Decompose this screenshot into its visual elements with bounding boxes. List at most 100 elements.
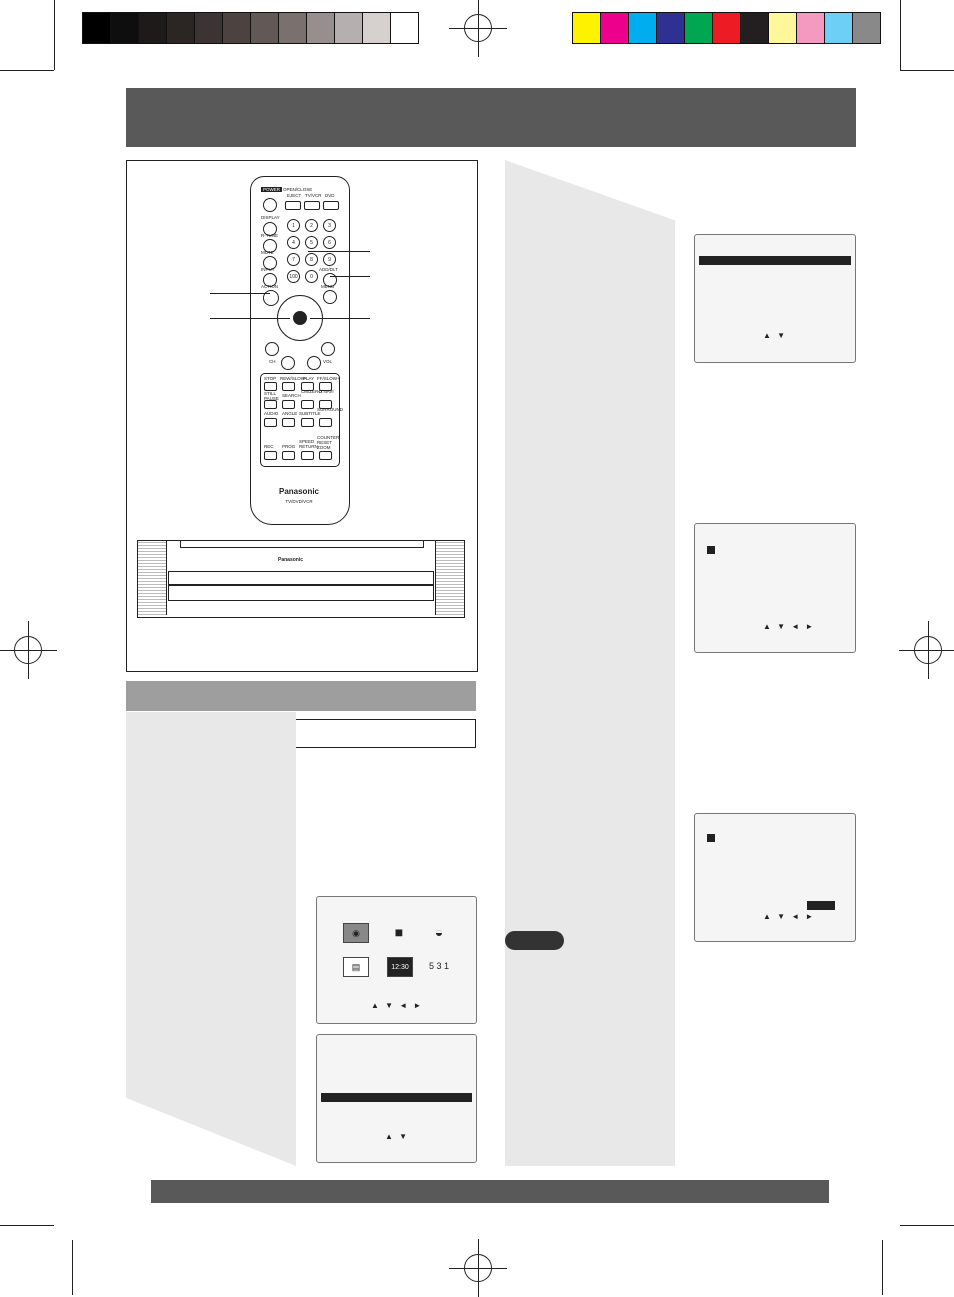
right-steps-panel xyxy=(505,160,675,1166)
rew-label: REW/SLOW- xyxy=(280,376,307,381)
selected-value-highlight xyxy=(807,901,835,910)
tv-vcr-label: TV/VCR xyxy=(305,193,322,198)
enter-button[interactable] xyxy=(293,311,307,325)
menu-highlight-bar xyxy=(321,1093,472,1102)
page-header-banner xyxy=(126,88,856,147)
skip-forward-button[interactable] xyxy=(301,400,314,409)
tv-vcr-button[interactable] xyxy=(304,201,320,210)
power-button[interactable] xyxy=(263,198,277,212)
digit-1-button[interactable]: 1 xyxy=(287,219,300,232)
grayscale-swatch xyxy=(251,13,279,43)
vol-down-button[interactable] xyxy=(307,356,321,370)
color-swatch xyxy=(853,13,880,43)
display-label: DISPLAY xyxy=(261,215,280,220)
surround-icon: 5 3 1 xyxy=(428,961,450,971)
play-label: PLAY xyxy=(303,376,315,381)
surround-button[interactable] xyxy=(319,418,332,427)
display-button[interactable] xyxy=(263,222,277,236)
digit-0-button[interactable]: 0 xyxy=(305,270,318,283)
callout-line xyxy=(210,318,290,319)
grayscale-calibration-bar xyxy=(82,12,419,44)
grayscale-swatch xyxy=(83,13,111,43)
digit-8-button[interactable]: 8 xyxy=(305,253,318,266)
angle-button[interactable] xyxy=(282,418,295,427)
audio-button[interactable] xyxy=(264,418,277,427)
crop-mark xyxy=(0,1225,54,1226)
action-button[interactable] xyxy=(263,290,279,306)
tv-screen-bottom xyxy=(180,541,424,548)
digit-100-button[interactable]: 100 xyxy=(287,270,300,283)
eject-button[interactable] xyxy=(285,201,301,210)
r-tune-button[interactable] xyxy=(263,239,277,253)
navigation-hint-arrows: ▲ ▼ xyxy=(763,331,788,340)
digit-7-button[interactable]: 7 xyxy=(287,253,300,266)
section-header-bar xyxy=(126,681,476,711)
digit-3-button[interactable]: 3 xyxy=(323,219,336,232)
d-navi-button[interactable] xyxy=(319,400,332,409)
stop-button[interactable] xyxy=(264,382,277,391)
zoom-button[interactable] xyxy=(319,451,332,460)
crop-mark xyxy=(900,1225,954,1226)
digit-9-button[interactable]: 9 xyxy=(323,253,336,266)
vol-up-button[interactable] xyxy=(321,342,335,356)
color-swatch xyxy=(629,13,657,43)
tv-front-panel xyxy=(168,571,434,585)
skip-back-button[interactable] xyxy=(282,400,295,409)
registration-mark-top xyxy=(449,0,507,57)
subtitle-label: SUBTITLE xyxy=(299,411,321,416)
ch-down-button[interactable] xyxy=(281,356,295,370)
color-swatch xyxy=(825,13,853,43)
crop-mark xyxy=(54,0,55,70)
left-steps-panel xyxy=(126,712,296,1166)
color-swatch xyxy=(685,13,713,43)
angle-label: ANGLE xyxy=(282,411,298,416)
mute-button[interactable] xyxy=(263,256,277,270)
digit-5-button[interactable]: 5 xyxy=(305,236,318,249)
ff-button[interactable] xyxy=(319,382,332,391)
digit-6-button[interactable]: 6 xyxy=(323,236,336,249)
return-button[interactable] xyxy=(301,451,314,460)
digit-4-button[interactable]: 4 xyxy=(287,236,300,249)
callout-line xyxy=(308,251,370,252)
color-swatch xyxy=(601,13,629,43)
digit-2-button[interactable]: 2 xyxy=(305,219,318,232)
rec-button[interactable] xyxy=(264,451,277,460)
crop-mark xyxy=(900,70,954,71)
dvd-button[interactable] xyxy=(323,201,339,210)
ch-up-button[interactable] xyxy=(265,342,279,356)
cm-zero-label: CM/ZERO xyxy=(301,389,322,394)
power-label: POWER xyxy=(261,187,283,192)
subtitle-button[interactable] xyxy=(301,418,314,427)
settings-screen: ▲ ▼ ◄ ► xyxy=(694,523,856,653)
registration-mark-left xyxy=(0,621,57,679)
input-button[interactable] xyxy=(263,273,277,287)
color-swatch xyxy=(797,13,825,43)
menu-button[interactable] xyxy=(323,290,337,304)
ff-label: FF/SLOW+ xyxy=(317,376,340,381)
crop-mark xyxy=(0,70,54,71)
navigation-hint-arrows: ▲ ▼ ◄ ► xyxy=(763,912,816,921)
camera-icon: ■ xyxy=(394,924,404,940)
prog-button[interactable] xyxy=(282,451,295,460)
navigation-hint-arrows: ▲ ▼ ◄ ► xyxy=(763,622,816,631)
search-label: SEARCH xyxy=(282,393,301,398)
tv-brand: Panasonic xyxy=(278,557,304,563)
color-swatch xyxy=(769,13,797,43)
rew-button[interactable] xyxy=(282,382,295,391)
r-tune-label: R-TUNE xyxy=(261,233,278,238)
color-calibration-bar xyxy=(572,12,881,44)
clock-icon: 12:30 xyxy=(387,957,413,977)
tv-control-strip xyxy=(168,585,434,601)
d-navi-label: D.NAVI xyxy=(319,389,334,394)
play-button[interactable] xyxy=(301,382,314,391)
pause-button[interactable] xyxy=(264,400,277,409)
ch-label: CH xyxy=(269,359,276,364)
bullet-square xyxy=(707,546,715,554)
note-badge xyxy=(505,931,564,950)
grayscale-swatch xyxy=(195,13,223,43)
action-label: ACTION xyxy=(261,284,279,289)
crop-mark xyxy=(72,1240,73,1295)
grayscale-swatch xyxy=(279,13,307,43)
setup-icon-menu-screen: ◉ ■ ◒ ▤ 12:30 5 3 1 ▲ ▼ ◄ ► xyxy=(316,896,477,1024)
grayscale-swatch xyxy=(335,13,363,43)
